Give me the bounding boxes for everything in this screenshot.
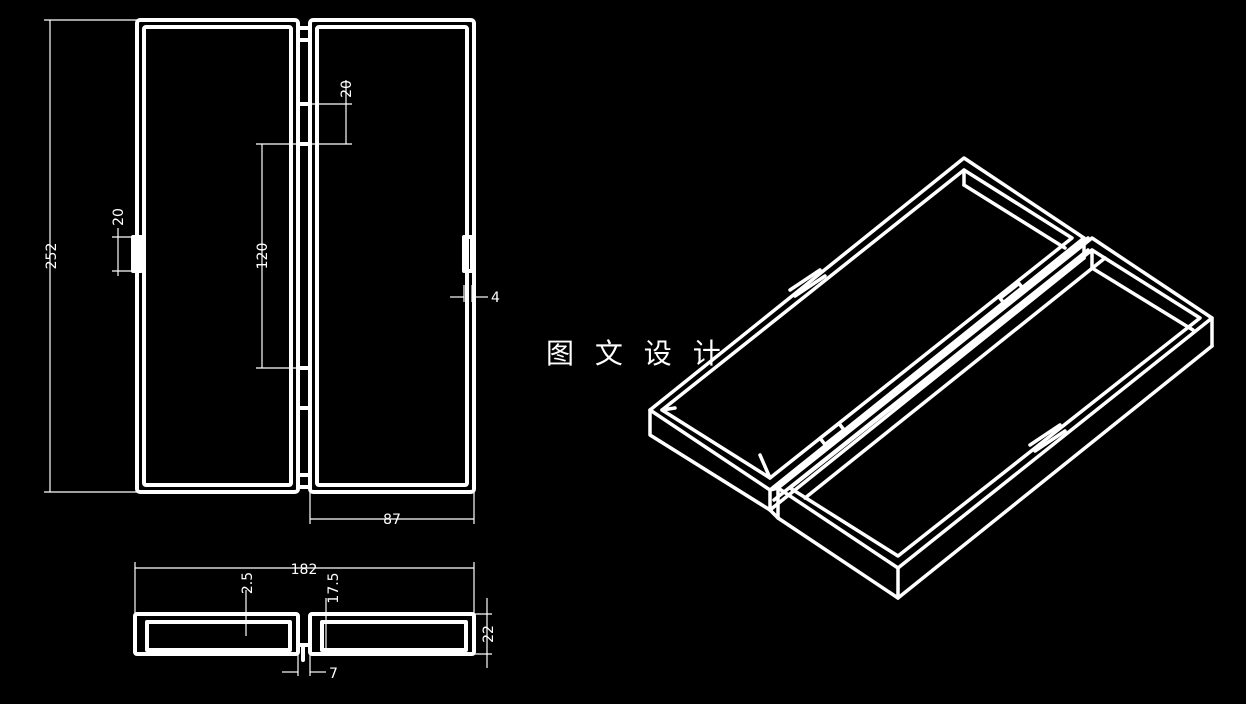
dim-label-2-5: 2.5	[240, 572, 256, 594]
section-view: 182 2.5 17.5 22 7	[133, 562, 497, 682]
dim-span-120: 120	[255, 143, 300, 369]
section-left-box	[133, 612, 300, 656]
dim-total-182: 182	[134, 562, 475, 614]
dim-width-87: 87	[309, 492, 475, 528]
dim-notch-left-20: 20	[111, 208, 133, 276]
dim-depth-17-5: 17.5	[320, 572, 342, 651]
dim-label-20-top: 20	[339, 80, 355, 98]
dim-label-87: 87	[383, 512, 401, 528]
iso-right-tray	[776, 236, 1214, 600]
iso-left-tray	[648, 156, 1086, 512]
dim-offset-20: 20	[310, 80, 355, 145]
watermark-text: 图 文 设 计	[546, 337, 727, 370]
dim-label-20-left: 20	[111, 208, 127, 226]
dim-wall-2-5: 2.5	[240, 572, 256, 636]
dim-height-252: 252	[44, 19, 137, 493]
dim-gap-7: 7	[282, 654, 338, 682]
section-right-box	[308, 612, 476, 656]
watermark: 图 文 设 计	[540, 334, 727, 374]
watermark-background	[540, 334, 726, 374]
left-panel	[131, 18, 300, 494]
hinge-blocks	[296, 26, 312, 489]
dim-label-182: 182	[291, 562, 318, 578]
dim-label-4: 4	[491, 290, 500, 306]
dim-label-22: 22	[481, 625, 497, 643]
dim-height-22: 22	[474, 598, 497, 668]
plan-view: 252 20 120 20 4	[44, 18, 500, 528]
dim-label-7: 7	[329, 666, 338, 682]
dim-notch-right-4: 4	[450, 285, 500, 306]
dim-label-252: 252	[44, 243, 60, 270]
right-panel	[308, 18, 476, 494]
dim-label-120: 120	[255, 243, 271, 270]
dim-label-17-5: 17.5	[326, 572, 342, 603]
iso-hinge	[768, 236, 1090, 520]
iso-view	[648, 156, 1214, 600]
